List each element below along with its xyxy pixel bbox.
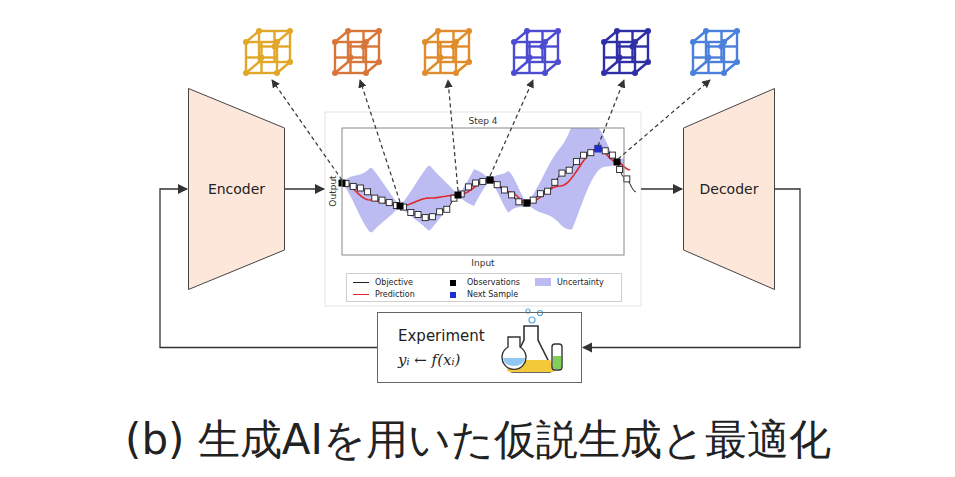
objective-marker xyxy=(444,206,450,212)
objective-marker xyxy=(350,183,356,189)
objective-marker xyxy=(581,152,587,158)
objective-marker xyxy=(516,199,522,205)
objective-marker xyxy=(588,150,594,156)
objective-marker xyxy=(566,167,572,173)
plot-frame xyxy=(342,128,624,255)
legend-text: Objective xyxy=(375,277,413,288)
formula: yᵢ ← f(xᵢ) xyxy=(398,351,460,369)
trapezoid-fill xyxy=(189,89,285,290)
encoder-trapezoid: Encoder xyxy=(188,88,285,290)
axis-label: Output xyxy=(328,175,338,206)
observation-marker xyxy=(397,203,404,210)
objective-marker xyxy=(501,187,507,193)
legend-text: Observations xyxy=(467,277,520,288)
next-sample-marker xyxy=(595,146,602,153)
objective-marker xyxy=(573,159,579,165)
legend-swatch xyxy=(450,292,456,298)
objective-marker xyxy=(415,212,421,218)
uncertainty-band xyxy=(342,128,624,232)
trapezoid-fill xyxy=(684,89,775,290)
objective-marker xyxy=(624,176,630,182)
objective-marker xyxy=(537,191,543,197)
caption: (b) 生成AIを用いた仮説生成と最適化 xyxy=(125,412,831,468)
connector-arrow xyxy=(285,188,324,189)
legend-swatch xyxy=(535,278,551,286)
legend-text: Next Sample xyxy=(467,289,518,300)
legend-text: Prediction xyxy=(375,289,415,300)
objective-marker xyxy=(379,197,385,203)
node-title: Step 4 xyxy=(468,116,497,126)
objective-marker xyxy=(530,197,536,203)
connector-arrow xyxy=(641,188,682,189)
objective-marker xyxy=(357,185,363,191)
objective-marker xyxy=(408,210,414,216)
objective-marker xyxy=(429,214,435,220)
objective-marker xyxy=(372,195,378,201)
decoder-trapezoid: Decoder xyxy=(683,88,775,290)
legend-line-sample xyxy=(353,282,369,283)
node-title: Experiment xyxy=(398,327,485,345)
objective-marker xyxy=(480,178,486,184)
objective-marker xyxy=(437,209,443,215)
node-title: Encoder xyxy=(208,181,265,197)
flask-icon xyxy=(502,309,562,372)
plot-panel xyxy=(325,112,641,306)
objective-marker xyxy=(545,188,551,194)
legend-line-sample xyxy=(353,294,369,295)
observation-marker xyxy=(455,192,462,199)
legend-box: Objective Observations UncertaintyPredicti… xyxy=(346,273,622,302)
objective-marker xyxy=(494,182,500,188)
objective-marker xyxy=(617,167,623,173)
experiment-box: Experiment yᵢ ← f(xᵢ) xyxy=(377,312,582,383)
crystal-icons xyxy=(243,28,740,76)
objective-marker xyxy=(422,215,428,221)
observation-marker xyxy=(487,177,494,184)
legend-swatch xyxy=(450,280,456,286)
observation-marker xyxy=(524,200,531,207)
objective-marker xyxy=(552,179,558,185)
objective-marker xyxy=(509,192,515,198)
objective-marker xyxy=(465,184,471,190)
legend-text: Uncertainty xyxy=(557,277,604,288)
objective-marker xyxy=(473,180,479,186)
objective-marker xyxy=(609,152,615,158)
plot-curves xyxy=(339,122,637,233)
observation-marker xyxy=(614,159,621,166)
objective-marker xyxy=(386,200,392,206)
objective-marker xyxy=(365,189,371,195)
objective-marker xyxy=(487,177,493,183)
node-title: Decoder xyxy=(700,181,759,197)
prediction-curve xyxy=(342,149,630,206)
objective-marker xyxy=(559,170,565,176)
objective-marker xyxy=(602,148,608,154)
axis-label: Input xyxy=(471,258,494,268)
